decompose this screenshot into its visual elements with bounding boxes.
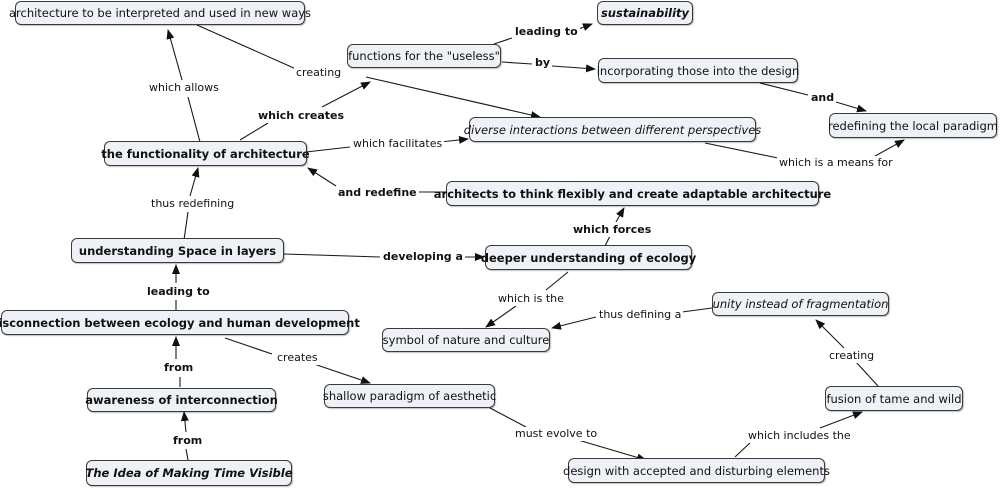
concept-incorporating-into-design[interactable]: incorporating those into the design (597, 58, 799, 83)
link-which-facilitates: which facilitates (351, 137, 445, 151)
link-leading-to-sustainability: leading to (513, 25, 580, 39)
concept-diverse-interactions[interactable]: diverse interactions between different p… (464, 117, 761, 142)
link-thus-redefining: thus redefining (149, 197, 237, 211)
concept-functionality-of-architecture[interactable]: the functionality of architecture (101, 141, 310, 166)
concept-idea-making-time-visible[interactable]: The Idea of Making Time Visible (86, 460, 293, 486)
link-developing-a: developing a (381, 250, 465, 264)
link-from-idea: from (171, 434, 205, 448)
link-creates: creates (275, 351, 320, 365)
concept-functions-for-useless[interactable]: functions for the "useless" (347, 44, 501, 68)
concept-awareness-of-interconnection[interactable]: awareness of interconnection (85, 388, 278, 412)
link-by: by (533, 56, 553, 70)
link-which-is-a-means-for: which is a means for (777, 156, 895, 170)
link-which-forces: which forces (571, 223, 654, 237)
concept-understanding-space-in-layers[interactable]: understanding Space in layers (71, 238, 284, 263)
concept-design-accepted-disturbing[interactable]: design with accepted and disturbing elem… (563, 458, 830, 483)
concept-shallow-paradigm-aesthetic[interactable]: shallow paradigm of aesthetic (323, 384, 496, 408)
link-and: and (809, 91, 837, 105)
concept-redefining-local-paradigm[interactable]: redefining the local paradigm (828, 113, 998, 138)
concept-deeper-understanding-ecology[interactable]: deeper understanding of ecology (481, 245, 696, 270)
concept-symbol-nature-culture[interactable]: symbol of nature and culture (382, 328, 550, 352)
link-and-redefine: and redefine (336, 186, 419, 200)
concept-architecture-new-ways[interactable]: architecture to be interpreted and used … (9, 1, 311, 25)
concept-architects-think-flexibly[interactable]: architects to think flexibly and create … (434, 181, 831, 206)
link-creating-unity: creating (827, 349, 877, 363)
concept-unity-instead-of-fragmentation[interactable]: unity instead of fragmentation (712, 292, 889, 316)
link-which-is-the: which is the (496, 292, 566, 306)
link-thus-defining-a: thus defining a (597, 308, 684, 322)
link-leading-to-space: leading to (145, 285, 212, 299)
link-which-includes-the: which includes the (746, 429, 853, 443)
link-which-creates: which creates (256, 109, 347, 123)
link-from-awareness: from (162, 361, 196, 375)
concept-disconnection-ecology-human[interactable]: disconnection between ecology and human … (0, 310, 360, 335)
link-creating-interactions: creating (294, 66, 344, 80)
concept-fusion-tame-wild[interactable]: fusion of tame and wild (825, 386, 963, 411)
link-which-allows: which allows (147, 81, 221, 95)
concept-sustainability[interactable]: sustainability (597, 1, 693, 25)
link-must-evolve-to: must evolve to (513, 427, 600, 441)
